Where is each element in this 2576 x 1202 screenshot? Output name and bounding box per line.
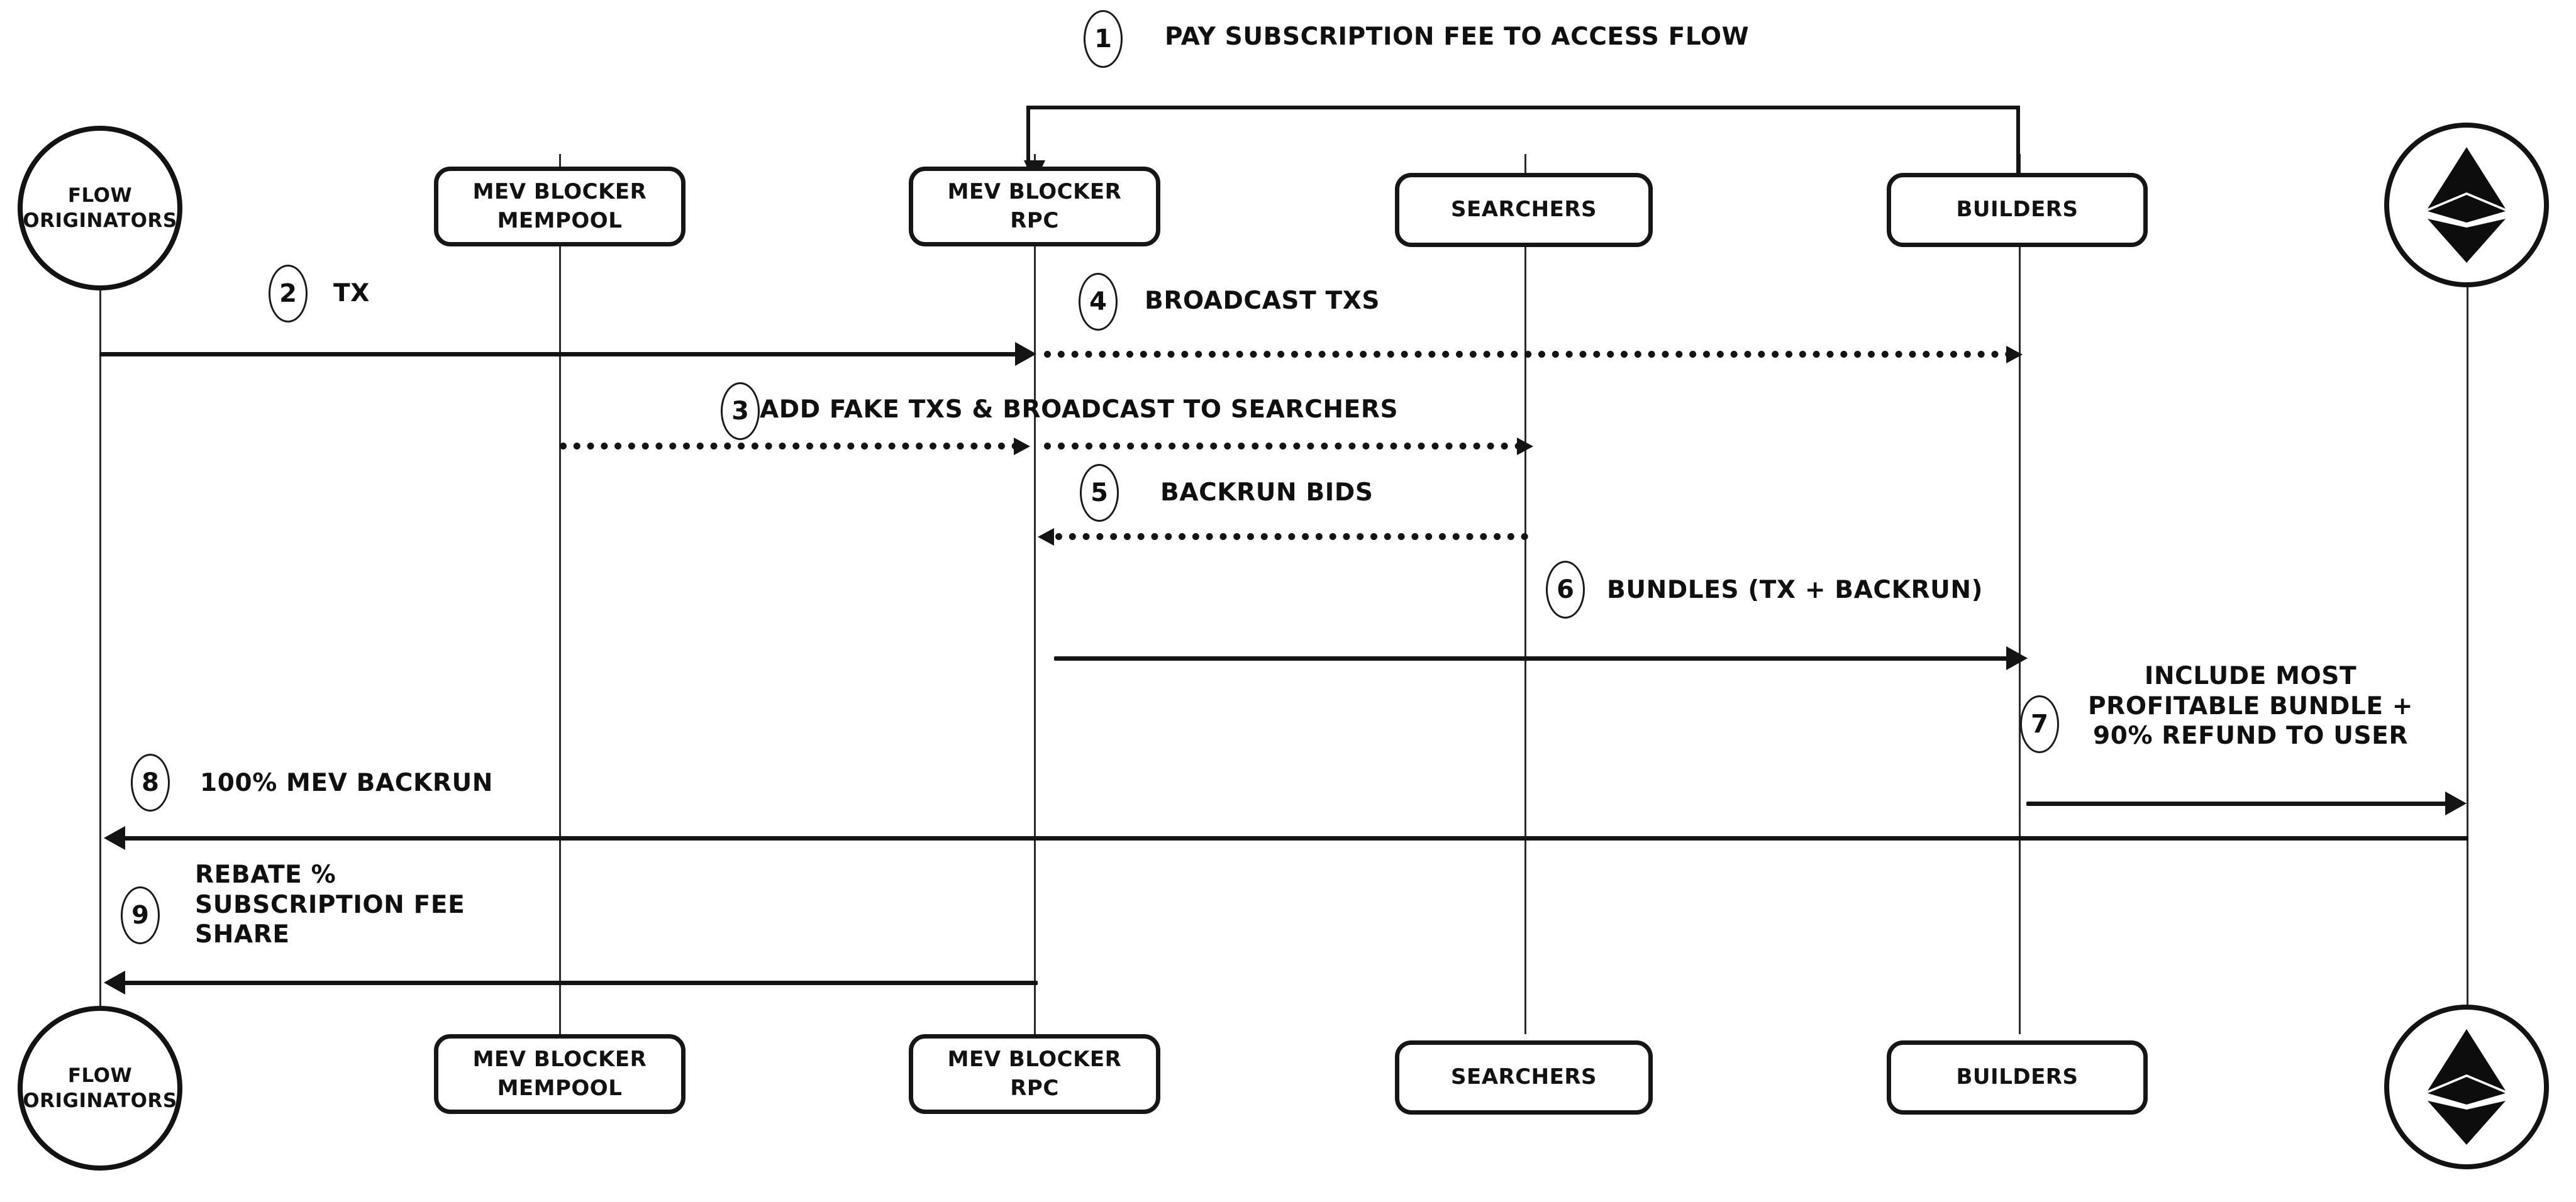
message-7-badge: 7 — [2020, 695, 2059, 753]
message-8-badge: 8 — [131, 754, 170, 812]
participant-label-line: BUILDERS — [1956, 1064, 2079, 1090]
message-1-badge: 1 — [1084, 10, 1123, 68]
participant-mev-blocker-mempool-top[interactable]: MEV BLOCKER MEMPOOL — [434, 167, 686, 246]
participant-builders-bottom[interactable]: BUILDERS — [1887, 1040, 2148, 1115]
participant-label-line: RPC — [1010, 1075, 1059, 1101]
message-8-label: 100% MEV BACKRUN — [200, 769, 493, 797]
participant-mev-blocker-mempool-bottom[interactable]: MEV BLOCKER MEMPOOL — [434, 1034, 686, 1114]
participant-ethereum-top[interactable] — [2384, 123, 2549, 287]
participant-label-line: BUILDERS — [1956, 197, 2079, 223]
ethereum-icon — [2428, 1029, 2506, 1145]
participant-label-line: MEV BLOCKER — [947, 179, 1122, 204]
participant-label-line: FLOW — [67, 184, 133, 207]
participant-flow-originators-top[interactable]: FLOW ORIGINATORS — [18, 126, 182, 290]
message-7-label: INCLUDE MOST PROFITABLE BUNDLE + 90% REF… — [2088, 662, 2414, 751]
message-3-badge: 3 — [721, 382, 760, 440]
participant-label-line: FLOW — [67, 1064, 133, 1087]
message-4-badge: 4 — [1079, 273, 1118, 331]
participant-searchers-top[interactable]: SEARCHERS — [1395, 173, 1653, 247]
message-1-connector — [1026, 106, 2020, 175]
participant-label-line: RPC — [1010, 207, 1059, 233]
participant-label-line: MEV BLOCKER — [472, 1046, 647, 1072]
lifeline-builders — [2019, 154, 2021, 1034]
lifeline-ethereum — [2467, 207, 2468, 1006]
lifeline-mev-blocker-rpc — [1034, 154, 1036, 1034]
message-6-label: BUNDLES (TX + BACKRUN) — [1607, 576, 1984, 604]
participant-mev-blocker-rpc-top[interactable]: MEV BLOCKER RPC — [909, 167, 1160, 246]
message-3-label: ADD FAKE TXS & BROADCAST TO SEARCHERS — [760, 395, 1399, 424]
participant-label-line: ORIGINATORS — [23, 209, 177, 232]
participant-label-line: MEMPOOL — [497, 1075, 623, 1101]
participant-builders-top[interactable]: BUILDERS — [1887, 173, 2148, 247]
participant-mev-blocker-rpc-bottom[interactable]: MEV BLOCKER RPC — [909, 1034, 1160, 1114]
participant-label-line: SEARCHERS — [1450, 197, 1597, 223]
participant-ethereum-bottom[interactable] — [2384, 1005, 2549, 1169]
participant-label-line: ORIGINATORS — [23, 1089, 177, 1112]
ethereum-icon — [2428, 147, 2506, 263]
participant-label-line: MEV BLOCKER — [472, 179, 647, 204]
lifeline-flow-originators — [99, 192, 101, 1009]
message-5-label: BACKRUN BIDS — [1160, 478, 1374, 507]
message-5-badge: 5 — [1080, 464, 1119, 522]
participant-label-line: SEARCHERS — [1450, 1064, 1597, 1090]
message-9-badge: 9 — [121, 886, 160, 944]
participant-label-line: MEV BLOCKER — [947, 1046, 1122, 1072]
message-4-label: BROADCAST TXS — [1145, 287, 1380, 315]
message-1-label: PAY SUBSCRIPTION FEE TO ACCESS FLOW — [1165, 23, 1750, 51]
lifeline-mev-blocker-mempool — [559, 154, 561, 1034]
message-2-badge: 2 — [269, 265, 308, 323]
message-2-label: TX — [333, 279, 370, 307]
message-6-badge: 6 — [1546, 561, 1585, 619]
participant-flow-originators-bottom[interactable]: FLOW ORIGINATORS — [18, 1006, 182, 1171]
lifeline-searchers — [1524, 154, 1526, 1034]
participant-searchers-bottom[interactable]: SEARCHERS — [1395, 1040, 1653, 1115]
participant-label-line: MEMPOOL — [497, 207, 623, 233]
message-9-label: REBATE % SUBSCRIPTION FEE SHARE — [195, 861, 465, 949]
